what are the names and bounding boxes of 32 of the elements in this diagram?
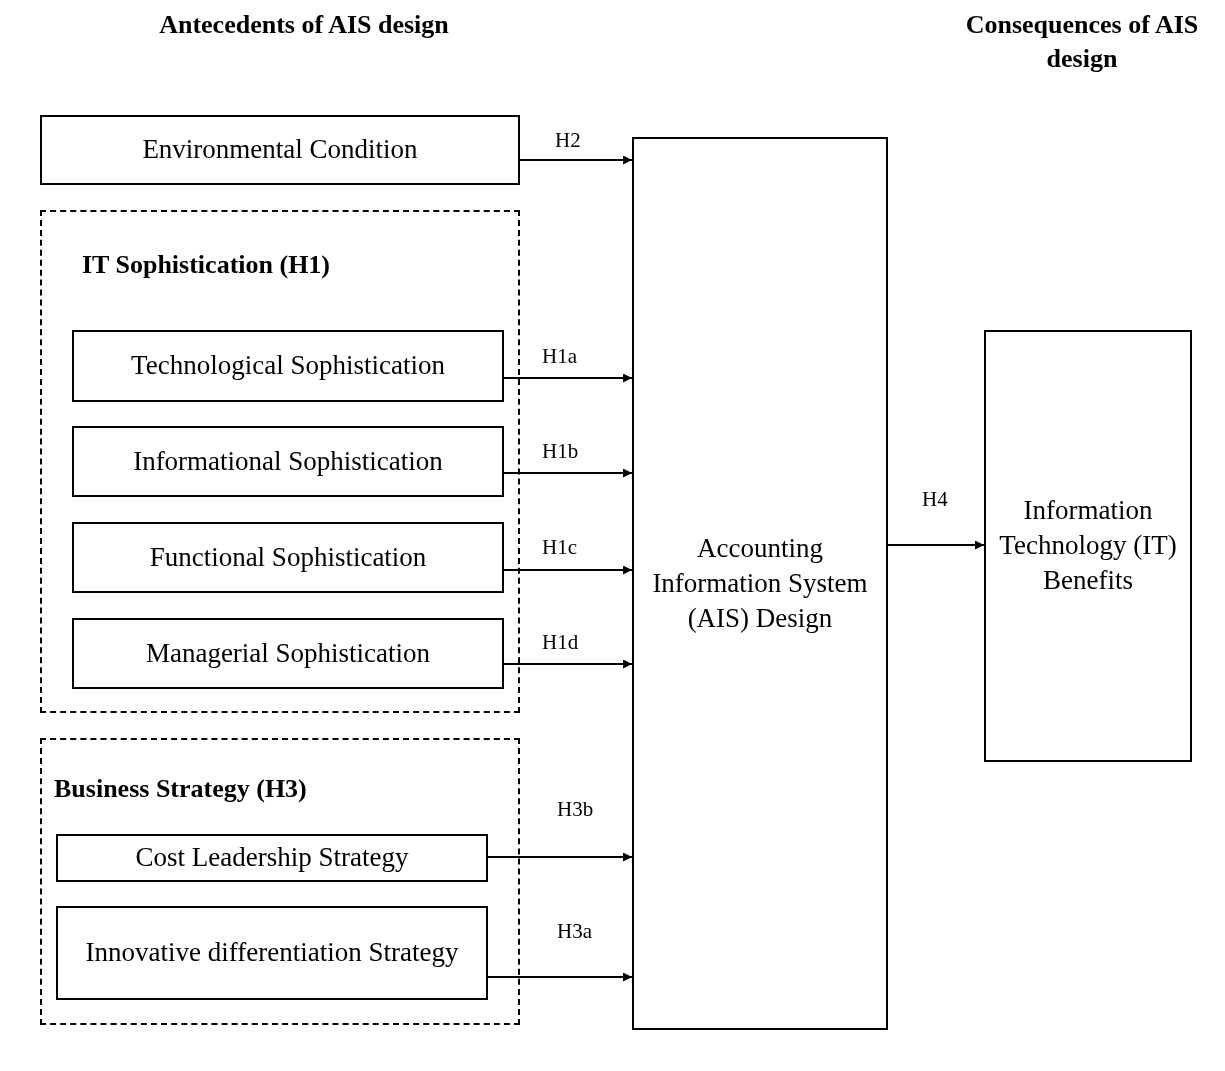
arrow [503, 659, 633, 669]
box-label: Accounting Information System (AIS) Design [651, 531, 869, 636]
section-heading: Antecedents of AIS design [158, 9, 450, 41]
concept-box [56, 906, 488, 1000]
concept-box [72, 618, 504, 689]
concept-box [40, 115, 520, 185]
box-label: Environmental Condition [141, 133, 419, 167]
group-heading: Business Strategy (H3) [54, 774, 307, 804]
concept-box [72, 426, 504, 497]
arrow [887, 540, 985, 550]
concept-box [632, 137, 888, 1030]
arrow [487, 852, 633, 862]
group-frame [40, 210, 520, 713]
arrow [503, 565, 633, 575]
group-heading: IT Sophistication (H1) [82, 250, 330, 280]
box-label: Information Technology (IT) Benefits [998, 494, 1178, 598]
concept-box [72, 522, 504, 593]
box-label: Informational Sophistication [132, 444, 444, 478]
arrow [519, 155, 633, 165]
box-label: Functional Sophistication [148, 540, 428, 574]
arrow [503, 468, 633, 478]
concept-box [72, 330, 504, 402]
concept-box [56, 834, 488, 882]
section-heading: Consequences of AIS design [964, 9, 1200, 75]
box-label: Innovative differentiation Strategy [84, 936, 460, 970]
group-frame [40, 738, 520, 1025]
box-label: Technological Sophistication [130, 349, 446, 383]
arrow [503, 373, 633, 383]
box-label: Managerial Sophistication [144, 636, 432, 670]
concept-box [984, 330, 1192, 762]
box-label: Cost Leadership Strategy [134, 841, 410, 875]
arrow [487, 972, 633, 982]
